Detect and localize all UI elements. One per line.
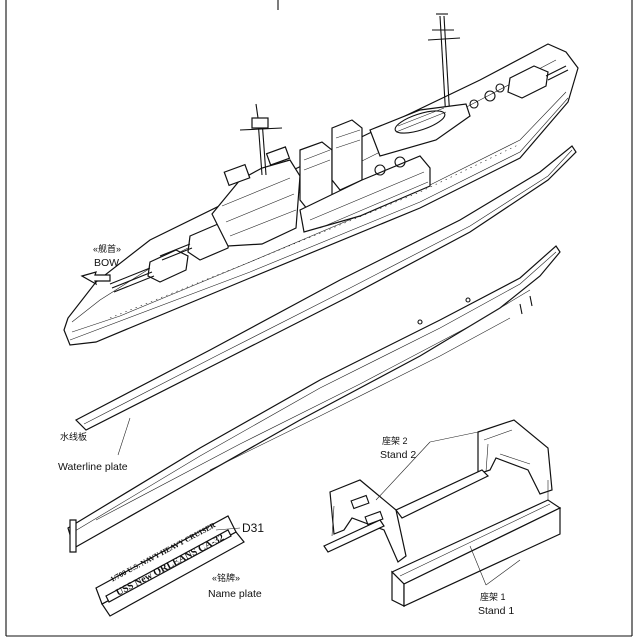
name-plate bbox=[95, 515, 245, 617]
turret-3 bbox=[507, 65, 569, 99]
funnels bbox=[299, 119, 363, 211]
bow-arrow-icon bbox=[80, 271, 111, 286]
stand1-leader bbox=[469, 545, 487, 586]
stand1-leader-2 bbox=[485, 559, 521, 586]
waterline-plate bbox=[74, 145, 577, 431]
stand-1 bbox=[390, 480, 562, 607]
bow-label-en: BOW bbox=[94, 257, 119, 269]
waterline-label-en: Waterline plate bbox=[58, 461, 128, 473]
stand2-leader-2 bbox=[375, 441, 431, 501]
main-mast bbox=[427, 13, 461, 121]
lower-hull bbox=[67, 245, 561, 553]
waterline-label-cn: 水线板 bbox=[60, 431, 87, 442]
waterline-leader bbox=[117, 417, 131, 456]
midship-structures bbox=[299, 155, 431, 233]
ship-assembled bbox=[63, 13, 579, 346]
portholes bbox=[109, 143, 521, 319]
forward-superstructure bbox=[211, 146, 301, 247]
nameplate-label-en: Name plate bbox=[208, 588, 262, 600]
turret-1 bbox=[109, 249, 189, 293]
part-number-label: D31 bbox=[242, 521, 264, 535]
aft-hangar bbox=[369, 103, 471, 157]
stand-2 bbox=[323, 419, 553, 563]
bow-label-cn: «舰首» bbox=[93, 243, 121, 254]
nameplate-label-cn: «铭牌» bbox=[212, 572, 240, 583]
stand1-label-cn: 座架 1 bbox=[480, 591, 506, 602]
part-number-leader bbox=[215, 527, 241, 531]
stand2-label-en: Stand 2 bbox=[380, 449, 416, 461]
stand2-leader bbox=[429, 431, 479, 443]
stand1-label-en: Stand 1 bbox=[478, 605, 514, 617]
aft-guns bbox=[469, 83, 505, 109]
forward-mast bbox=[239, 103, 283, 176]
page-frame bbox=[5, 0, 633, 637]
stand2-label-cn: 座架 2 bbox=[382, 435, 408, 446]
